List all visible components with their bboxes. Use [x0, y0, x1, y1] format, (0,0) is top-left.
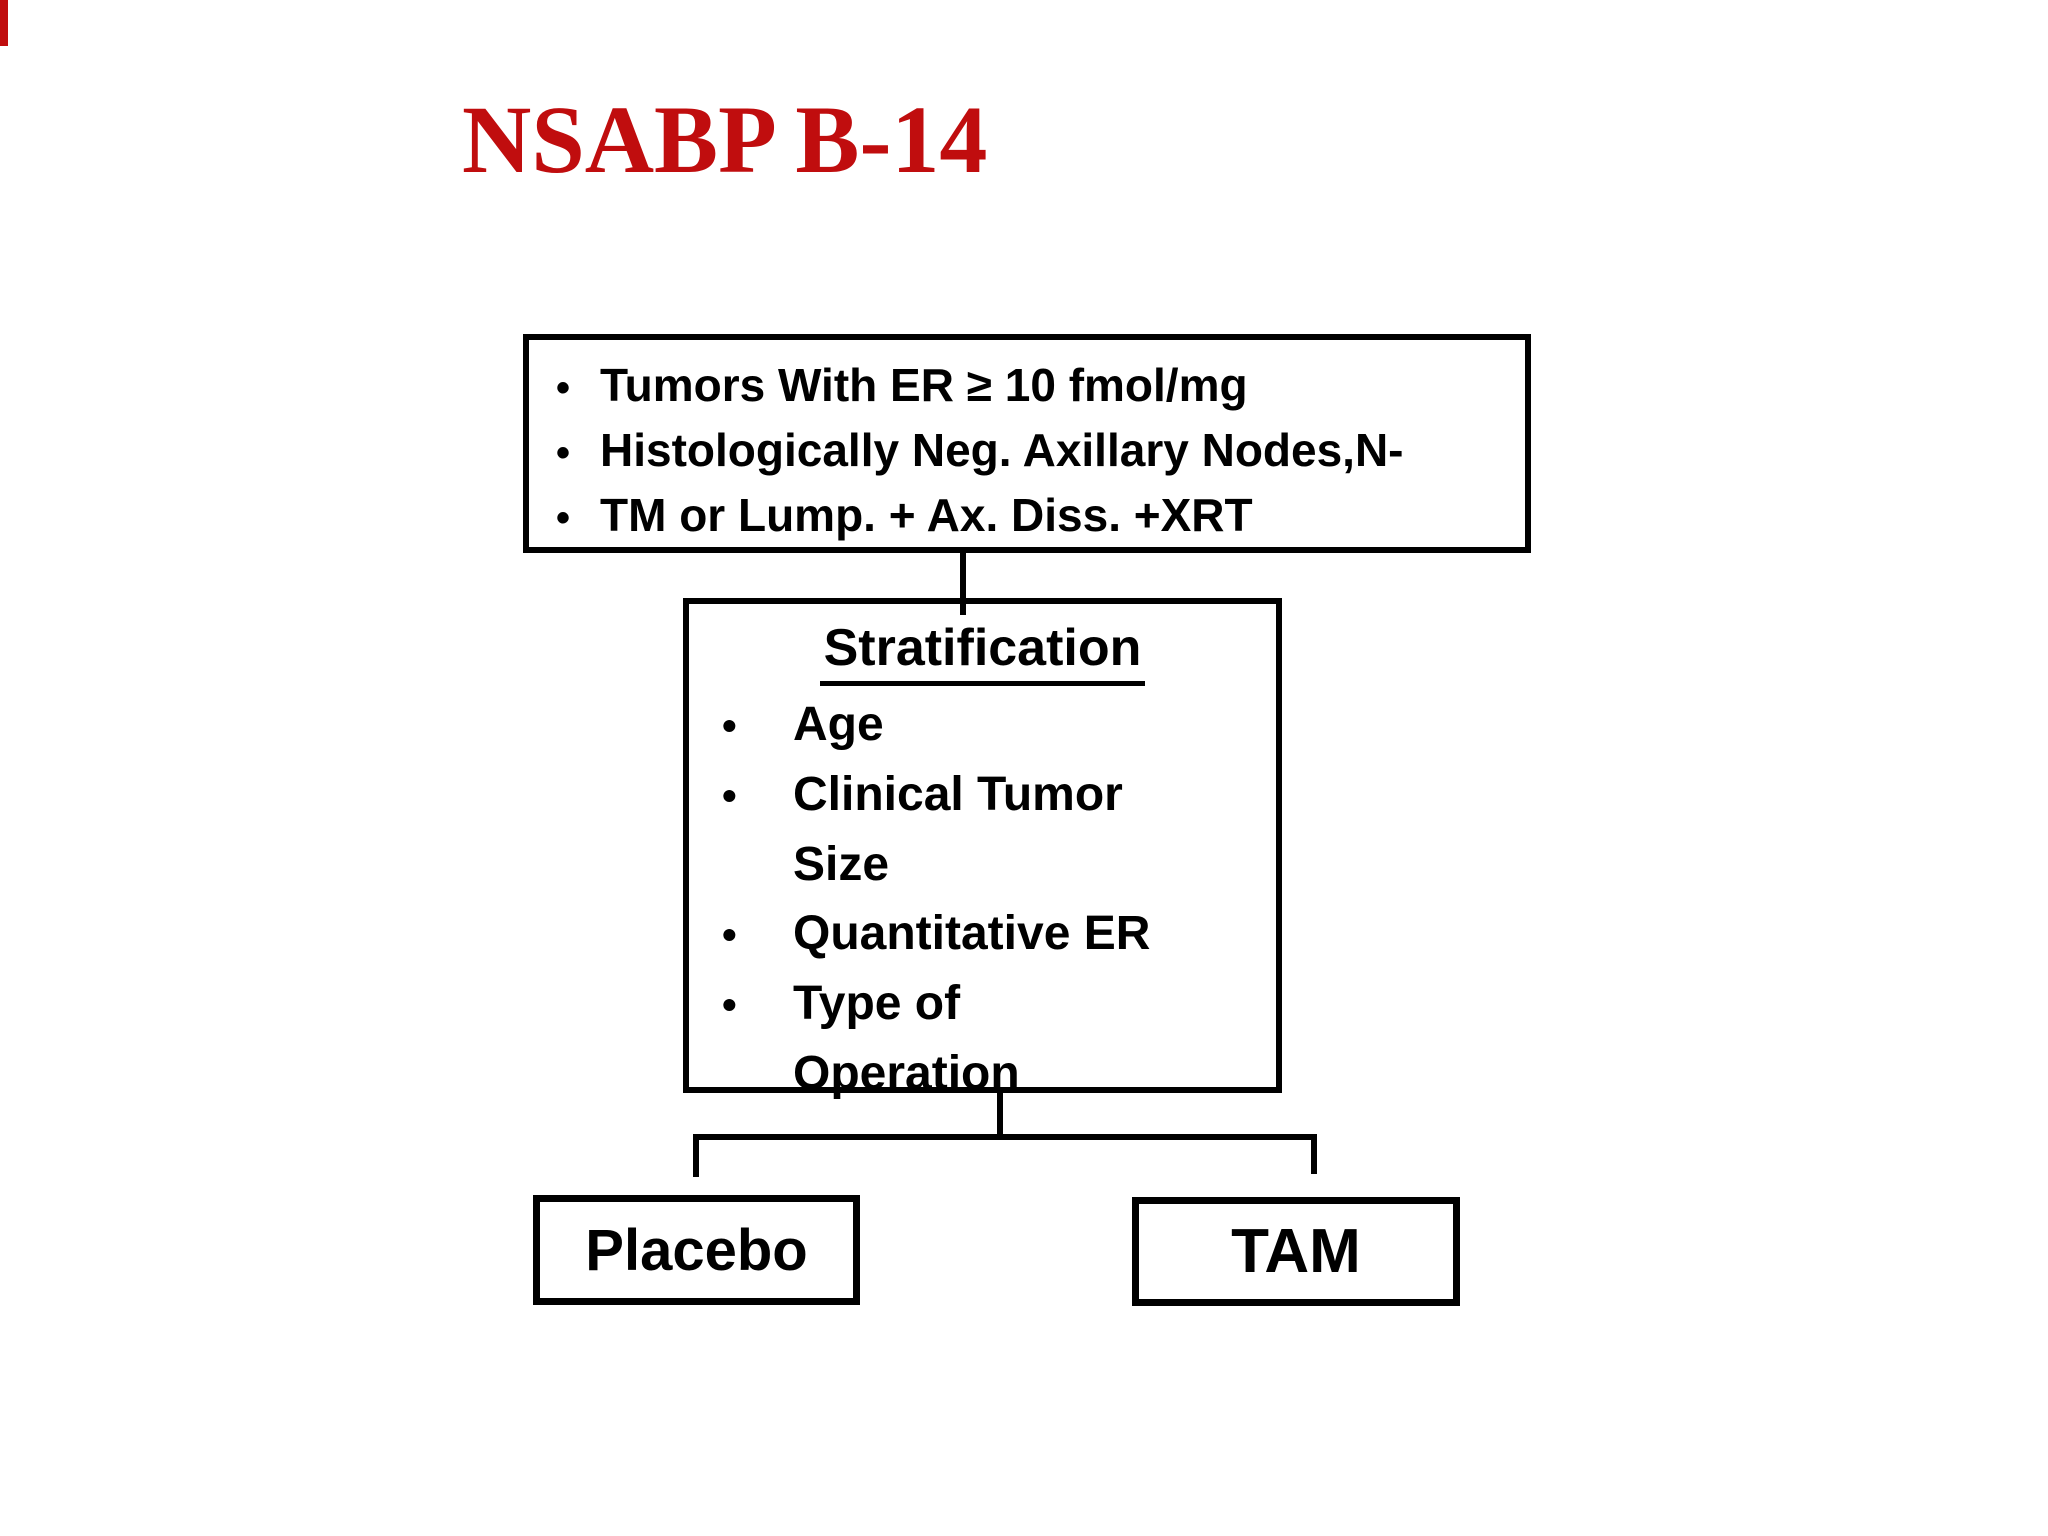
stratification-heading: Stratification: [819, 618, 1146, 686]
bullet-icon: •: [556, 496, 571, 540]
bracket-drop-right: [1311, 1134, 1317, 1174]
bracket-drop-left: [693, 1134, 699, 1177]
stratification-item-text: Quantitative ER: [793, 907, 1151, 960]
page-title: NSABP B-14: [462, 86, 988, 193]
stratification-item: • Type of: [722, 969, 1270, 1039]
stratification-item-continuation: Size: [722, 830, 1270, 899]
randomization-bracket: [693, 1134, 1317, 1140]
eligibility-item-text: Tumors With ER ≥ 10 fmol/mg: [600, 359, 1248, 411]
eligibility-item: • TM or Lump. + Ax. Diss. +XRT: [556, 484, 1515, 549]
connector-stratification-to-bracket: [997, 1087, 1003, 1140]
bullet-icon: •: [722, 772, 737, 819]
bullet-icon: •: [556, 431, 571, 475]
eligibility-item-text: Histologically Neg. Axillary Nodes,N-: [600, 424, 1404, 476]
stratification-item-text: Operation: [793, 1047, 1020, 1100]
corner-red-mark: [0, 0, 8, 46]
connector-eligibility-to-stratification: [960, 549, 966, 615]
arm-box-tam: TAM: [1132, 1197, 1460, 1306]
stratification-item-text: Age: [793, 698, 884, 751]
stratification-item: • Age: [722, 690, 1270, 760]
stratification-heading-wrap: Stratification: [722, 618, 1243, 686]
stratification-box: Stratification • Age • Clinical Tumor Si…: [683, 598, 1282, 1100]
eligibility-box: • Tumors With ER ≥ 10 fmol/mg • Histolog…: [523, 334, 1531, 553]
arm-label-placebo: Placebo: [585, 1217, 808, 1283]
stratification-item-text: Type of: [793, 977, 961, 1030]
bullet-icon: •: [722, 981, 737, 1028]
stratification-item-continuation: Operation: [722, 1039, 1270, 1108]
eligibility-item-text: TM or Lump. + Ax. Diss. +XRT: [600, 489, 1253, 541]
arm-box-placebo: Placebo: [533, 1195, 860, 1305]
bullet-icon: •: [722, 702, 737, 749]
stratification-item-text: Size: [793, 838, 890, 891]
eligibility-item: • Histologically Neg. Axillary Nodes,N-: [556, 419, 1515, 484]
stratification-item: • Quantitative ER: [722, 899, 1270, 969]
stratification-item-text: Clinical Tumor: [793, 768, 1123, 821]
arm-label-tam: TAM: [1231, 1217, 1361, 1286]
stratification-list: • Age • Clinical Tumor Size • Quantitati…: [722, 690, 1270, 1108]
stratification-item: • Clinical Tumor: [722, 760, 1270, 830]
bullet-icon: •: [556, 366, 571, 410]
bullet-icon: •: [722, 911, 737, 958]
eligibility-item: • Tumors With ER ≥ 10 fmol/mg: [556, 354, 1515, 419]
